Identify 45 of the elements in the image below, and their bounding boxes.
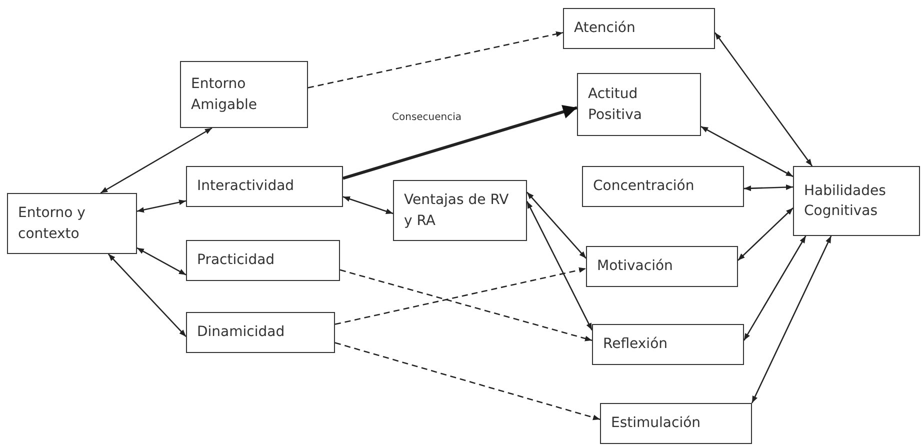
concept-box bbox=[582, 166, 744, 207]
concept-label: Actitud Positiva bbox=[588, 85, 643, 124]
arrow bbox=[744, 184, 794, 192]
concept-label: Practicidad bbox=[197, 251, 275, 270]
concept-label: Dinamicidad bbox=[197, 323, 285, 342]
concept-label: Atención bbox=[574, 19, 636, 38]
concept-box bbox=[600, 403, 752, 444]
concept-label: Interactividad bbox=[197, 177, 294, 196]
arrow bbox=[743, 236, 806, 341]
arrow bbox=[342, 105, 578, 180]
arrow bbox=[308, 31, 564, 88]
concept-box bbox=[563, 8, 715, 49]
concept-label: Reflexión bbox=[603, 335, 668, 354]
concept-label: Entorno Amigable bbox=[191, 75, 258, 114]
concept-box bbox=[586, 246, 738, 287]
arrow bbox=[342, 196, 394, 214]
arrow bbox=[526, 192, 586, 259]
edge-label: Consecuencia bbox=[390, 112, 464, 123]
concept-box bbox=[180, 61, 308, 128]
concept-box bbox=[393, 180, 527, 241]
arrow bbox=[136, 200, 186, 213]
concept-box bbox=[793, 166, 920, 236]
concept-label: Concentración bbox=[593, 177, 694, 196]
concept-box bbox=[7, 193, 137, 254]
arrow bbox=[526, 201, 593, 330]
concept-box bbox=[186, 312, 335, 353]
concept-box bbox=[592, 324, 744, 365]
arrow bbox=[334, 267, 586, 325]
arrow bbox=[340, 269, 592, 342]
concept-box bbox=[186, 166, 343, 207]
arrow bbox=[100, 127, 212, 194]
arrow bbox=[136, 247, 186, 276]
concept-label: Estimulación bbox=[611, 414, 701, 434]
arrow bbox=[334, 342, 600, 420]
concept-label: Motivación bbox=[597, 257, 673, 276]
concept-label: Ventajas de RV y RA bbox=[404, 191, 510, 230]
arrow bbox=[108, 254, 186, 338]
arrow bbox=[700, 126, 794, 178]
arrow bbox=[714, 32, 813, 166]
concept-label: Habilidades Cognitivas bbox=[804, 182, 887, 221]
concept-label: Entorno y contexto bbox=[18, 204, 86, 244]
concept-box bbox=[577, 73, 701, 136]
arrow bbox=[751, 236, 832, 404]
arrow bbox=[738, 208, 794, 261]
concept-box bbox=[186, 240, 340, 281]
